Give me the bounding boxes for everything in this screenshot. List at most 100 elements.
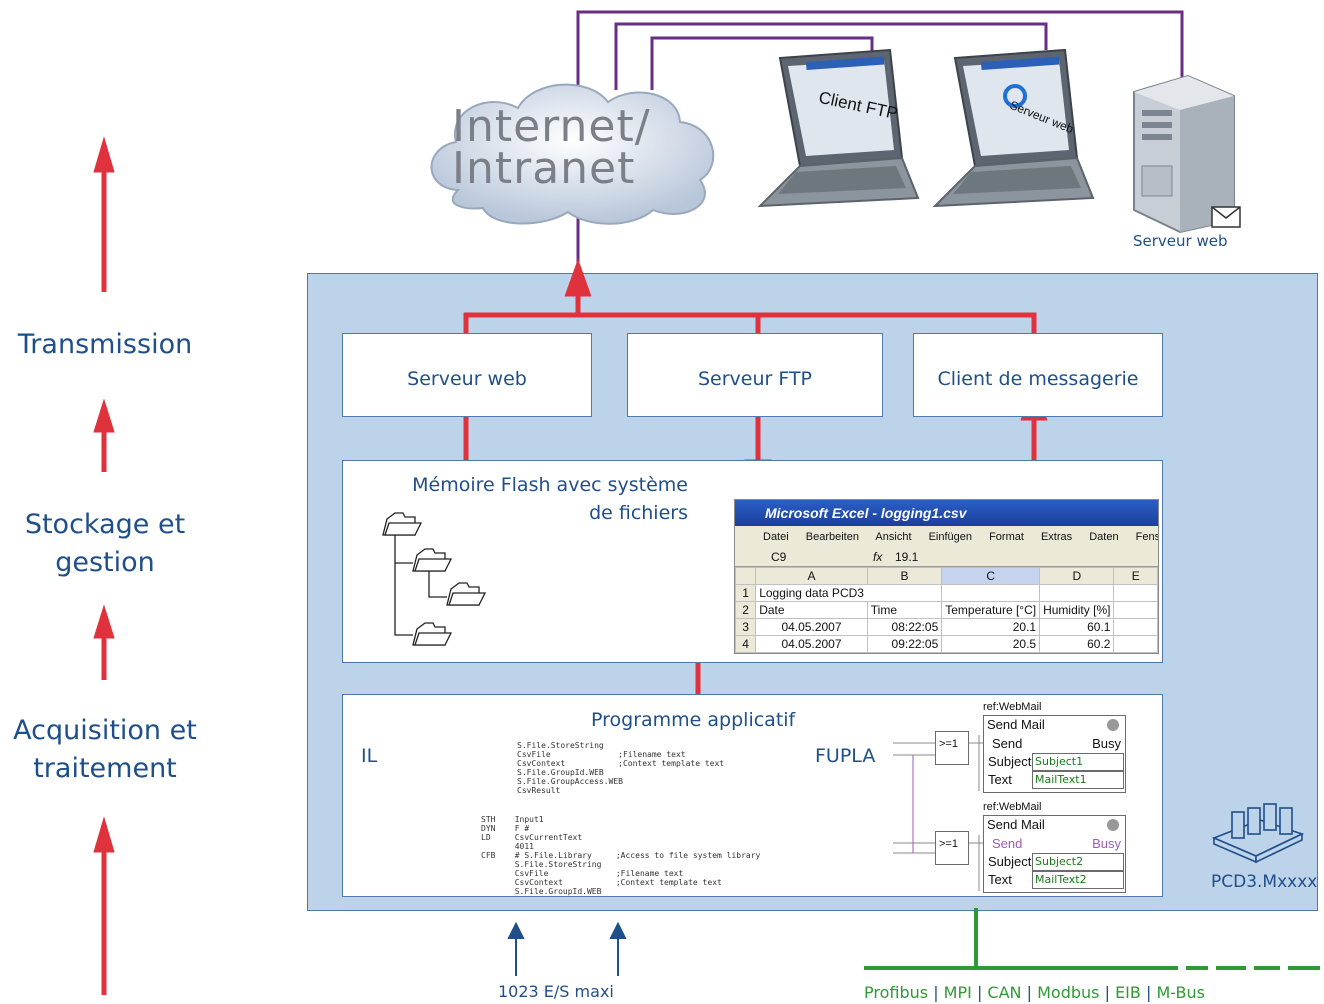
webmail-1-led-icon	[1107, 719, 1119, 731]
bus-separator: |	[933, 983, 939, 1002]
webmail-2-text-input[interactable]: MailText2	[1032, 871, 1124, 889]
or-gate-1: >=1	[935, 731, 969, 765]
webmail-2-subject-label: Subject	[988, 854, 1032, 869]
app-program-title: Programme applicatif	[591, 709, 796, 731]
arrow-head-transmission	[93, 136, 115, 173]
excel-window: Microsoft Excel - logging1.csv Datei Bea…	[734, 499, 1159, 654]
mail-client-label: Client de messagerie	[937, 368, 1139, 390]
stage-storage: Stockage et gestion	[24, 509, 186, 578]
bus-profibus: Profibus	[864, 983, 929, 1002]
excel-col-e[interactable]: E	[1113, 567, 1158, 585]
excel-menu-ansicht[interactable]: Ansicht	[875, 531, 912, 543]
excel-cell[interactable]	[1113, 618, 1158, 636]
excel-menu-format[interactable]: Format	[989, 531, 1024, 543]
excel-cell[interactable]: 60.1	[1039, 618, 1115, 636]
bus-mpi: MPI	[943, 983, 972, 1002]
cloud-label: Internet/ Intranet	[452, 101, 651, 194]
webmail-2-busy: Busy	[1092, 836, 1121, 851]
excel-cell[interactable]: 20.5	[941, 635, 1041, 653]
excel-row: 1 Logging data PCD3	[735, 584, 1158, 602]
excel-titlebar: Microsoft Excel - logging1.csv	[735, 500, 1158, 526]
il-code-block-2: STH Input1 DYN F # LD CsvCurrentText 401…	[481, 815, 761, 896]
excel-cell[interactable]: Time	[866, 601, 943, 619]
excel-menu-datei[interactable]: Datei	[763, 531, 789, 543]
flash-title: Mémoire Flash avec système de fichiers	[412, 474, 688, 524]
excel-cell[interactable]	[1113, 601, 1158, 619]
excel-cell[interactable]: 09:22:05	[866, 635, 943, 653]
excel-col-b[interactable]: B	[866, 567, 943, 585]
excel-cell[interactable]: 08:22:05	[866, 618, 943, 636]
excel-grid: A B C D E 1 Logging data PCD3 2 Date Tim…	[735, 567, 1158, 653]
bus-mbus: M-Bus	[1156, 983, 1205, 1002]
ftp-server-label: Serveur FTP	[697, 368, 813, 390]
cloud-icon	[430, 83, 715, 225]
server-label: Serveur web	[1133, 232, 1228, 250]
laptop-ftp-icon	[757, 48, 920, 208]
server-tower-icon	[1133, 74, 1235, 234]
excel-col-a[interactable]: A	[755, 567, 868, 585]
excel-formula-value[interactable]: 19.1	[895, 550, 919, 564]
webmail-1-subject-label: Subject	[988, 754, 1032, 769]
io-arrows	[507, 921, 627, 976]
webmail-ref-1: ref:WebMail	[983, 701, 1042, 713]
webmail-1-busy: Busy	[1092, 736, 1121, 751]
excel-row: 4 04.05.2007 09:22:05 20.5 60.2	[735, 635, 1158, 653]
excel-cell[interactable]: Date	[755, 601, 868, 619]
excel-cell[interactable]	[941, 584, 1041, 602]
stage-acquisition: Acquisition et traitement	[13, 715, 197, 784]
webmail-2-led-icon	[1107, 819, 1119, 831]
excel-title: Microsoft Excel - logging1.csv	[765, 505, 967, 521]
bus-can: CAN	[987, 983, 1022, 1002]
or-gate-2-label: >=1	[939, 838, 958, 850]
device-label: PCD3.Mxxxx	[1211, 872, 1318, 892]
excel-menu-daten[interactable]: Daten	[1089, 531, 1119, 543]
excel-cell[interactable]: Humidity [%]	[1039, 601, 1115, 619]
il-label: IL	[361, 745, 378, 767]
webmail-2-title: Send Mail	[987, 817, 1045, 832]
webmail-2-subject-input[interactable]: Subject2	[1032, 853, 1124, 871]
excel-cell[interactable]	[1113, 635, 1158, 653]
bus-separator: |	[1104, 983, 1110, 1002]
webmail-1-text-input[interactable]: MailText1	[1032, 771, 1124, 789]
excel-menu-bearbeiten[interactable]: Bearbeiten	[805, 531, 859, 543]
envelope-icon	[1211, 206, 1241, 228]
stage-transmission: Transmission	[17, 329, 193, 360]
mail-client-box: Client de messagerie	[913, 333, 1163, 417]
excel-fx-icon: fx	[873, 550, 883, 564]
excel-cell[interactable]: 20.1	[941, 618, 1041, 636]
excel-cell[interactable]: 04.05.2007	[755, 635, 868, 653]
bus-eib: EIB	[1115, 983, 1141, 1002]
ftp-server-box: Serveur FTP	[627, 333, 883, 417]
webmail-2-send: Send	[992, 836, 1023, 851]
excel-col-c[interactable]: C	[941, 567, 1041, 585]
folder-tree-icon	[382, 512, 487, 646]
excel-formula-bar: C9 fx 19.1	[735, 548, 1158, 567]
webmail-1-subject-input[interactable]: Subject1	[1032, 753, 1124, 771]
excel-menu-extras[interactable]: Extras	[1040, 531, 1073, 543]
application-program-box: Programme applicatif IL FUPLA S.File.Sto…	[342, 694, 1163, 897]
excel-cell[interactable]: 04.05.2007	[755, 618, 868, 636]
webmail-ref-2: ref:WebMail	[983, 801, 1042, 813]
excel-menu-einfuegen[interactable]: Einfügen	[928, 531, 972, 543]
pcd3-device-icon	[1211, 803, 1305, 864]
bus-separator: |	[1145, 983, 1152, 1002]
bus-separator: |	[1026, 983, 1032, 1002]
excel-cell-ref[interactable]: C9	[771, 550, 787, 564]
webmail-1-title: Send Mail	[987, 717, 1045, 732]
or-gate-2: >=1	[935, 831, 969, 865]
ie-logo-icon	[1003, 84, 1027, 108]
laptop-web-icon	[932, 48, 1095, 208]
excel-cell[interactable]	[1113, 584, 1158, 602]
excel-cell[interactable]: Temperature [°C]	[941, 601, 1041, 619]
excel-menubar: Datei Bearbeiten Ansicht Einfügen Format…	[735, 526, 1158, 548]
excel-cell[interactable]: Logging data PCD3	[755, 584, 943, 602]
excel-col-d[interactable]: D	[1039, 567, 1115, 585]
fupla-label: FUPLA	[815, 745, 876, 767]
excel-cell[interactable]: 60.2	[1039, 635, 1115, 653]
excel-cell[interactable]	[1039, 584, 1115, 602]
excel-menu-fenster[interactable]: Fenster	[1135, 531, 1158, 543]
webmail-1-send: Send	[992, 736, 1023, 751]
excel-row-number: 4	[735, 635, 757, 653]
bus-modbus: Modbus	[1037, 983, 1100, 1002]
excel-row: 3 04.05.2007 08:22:05 20.1 60.1	[735, 618, 1158, 636]
